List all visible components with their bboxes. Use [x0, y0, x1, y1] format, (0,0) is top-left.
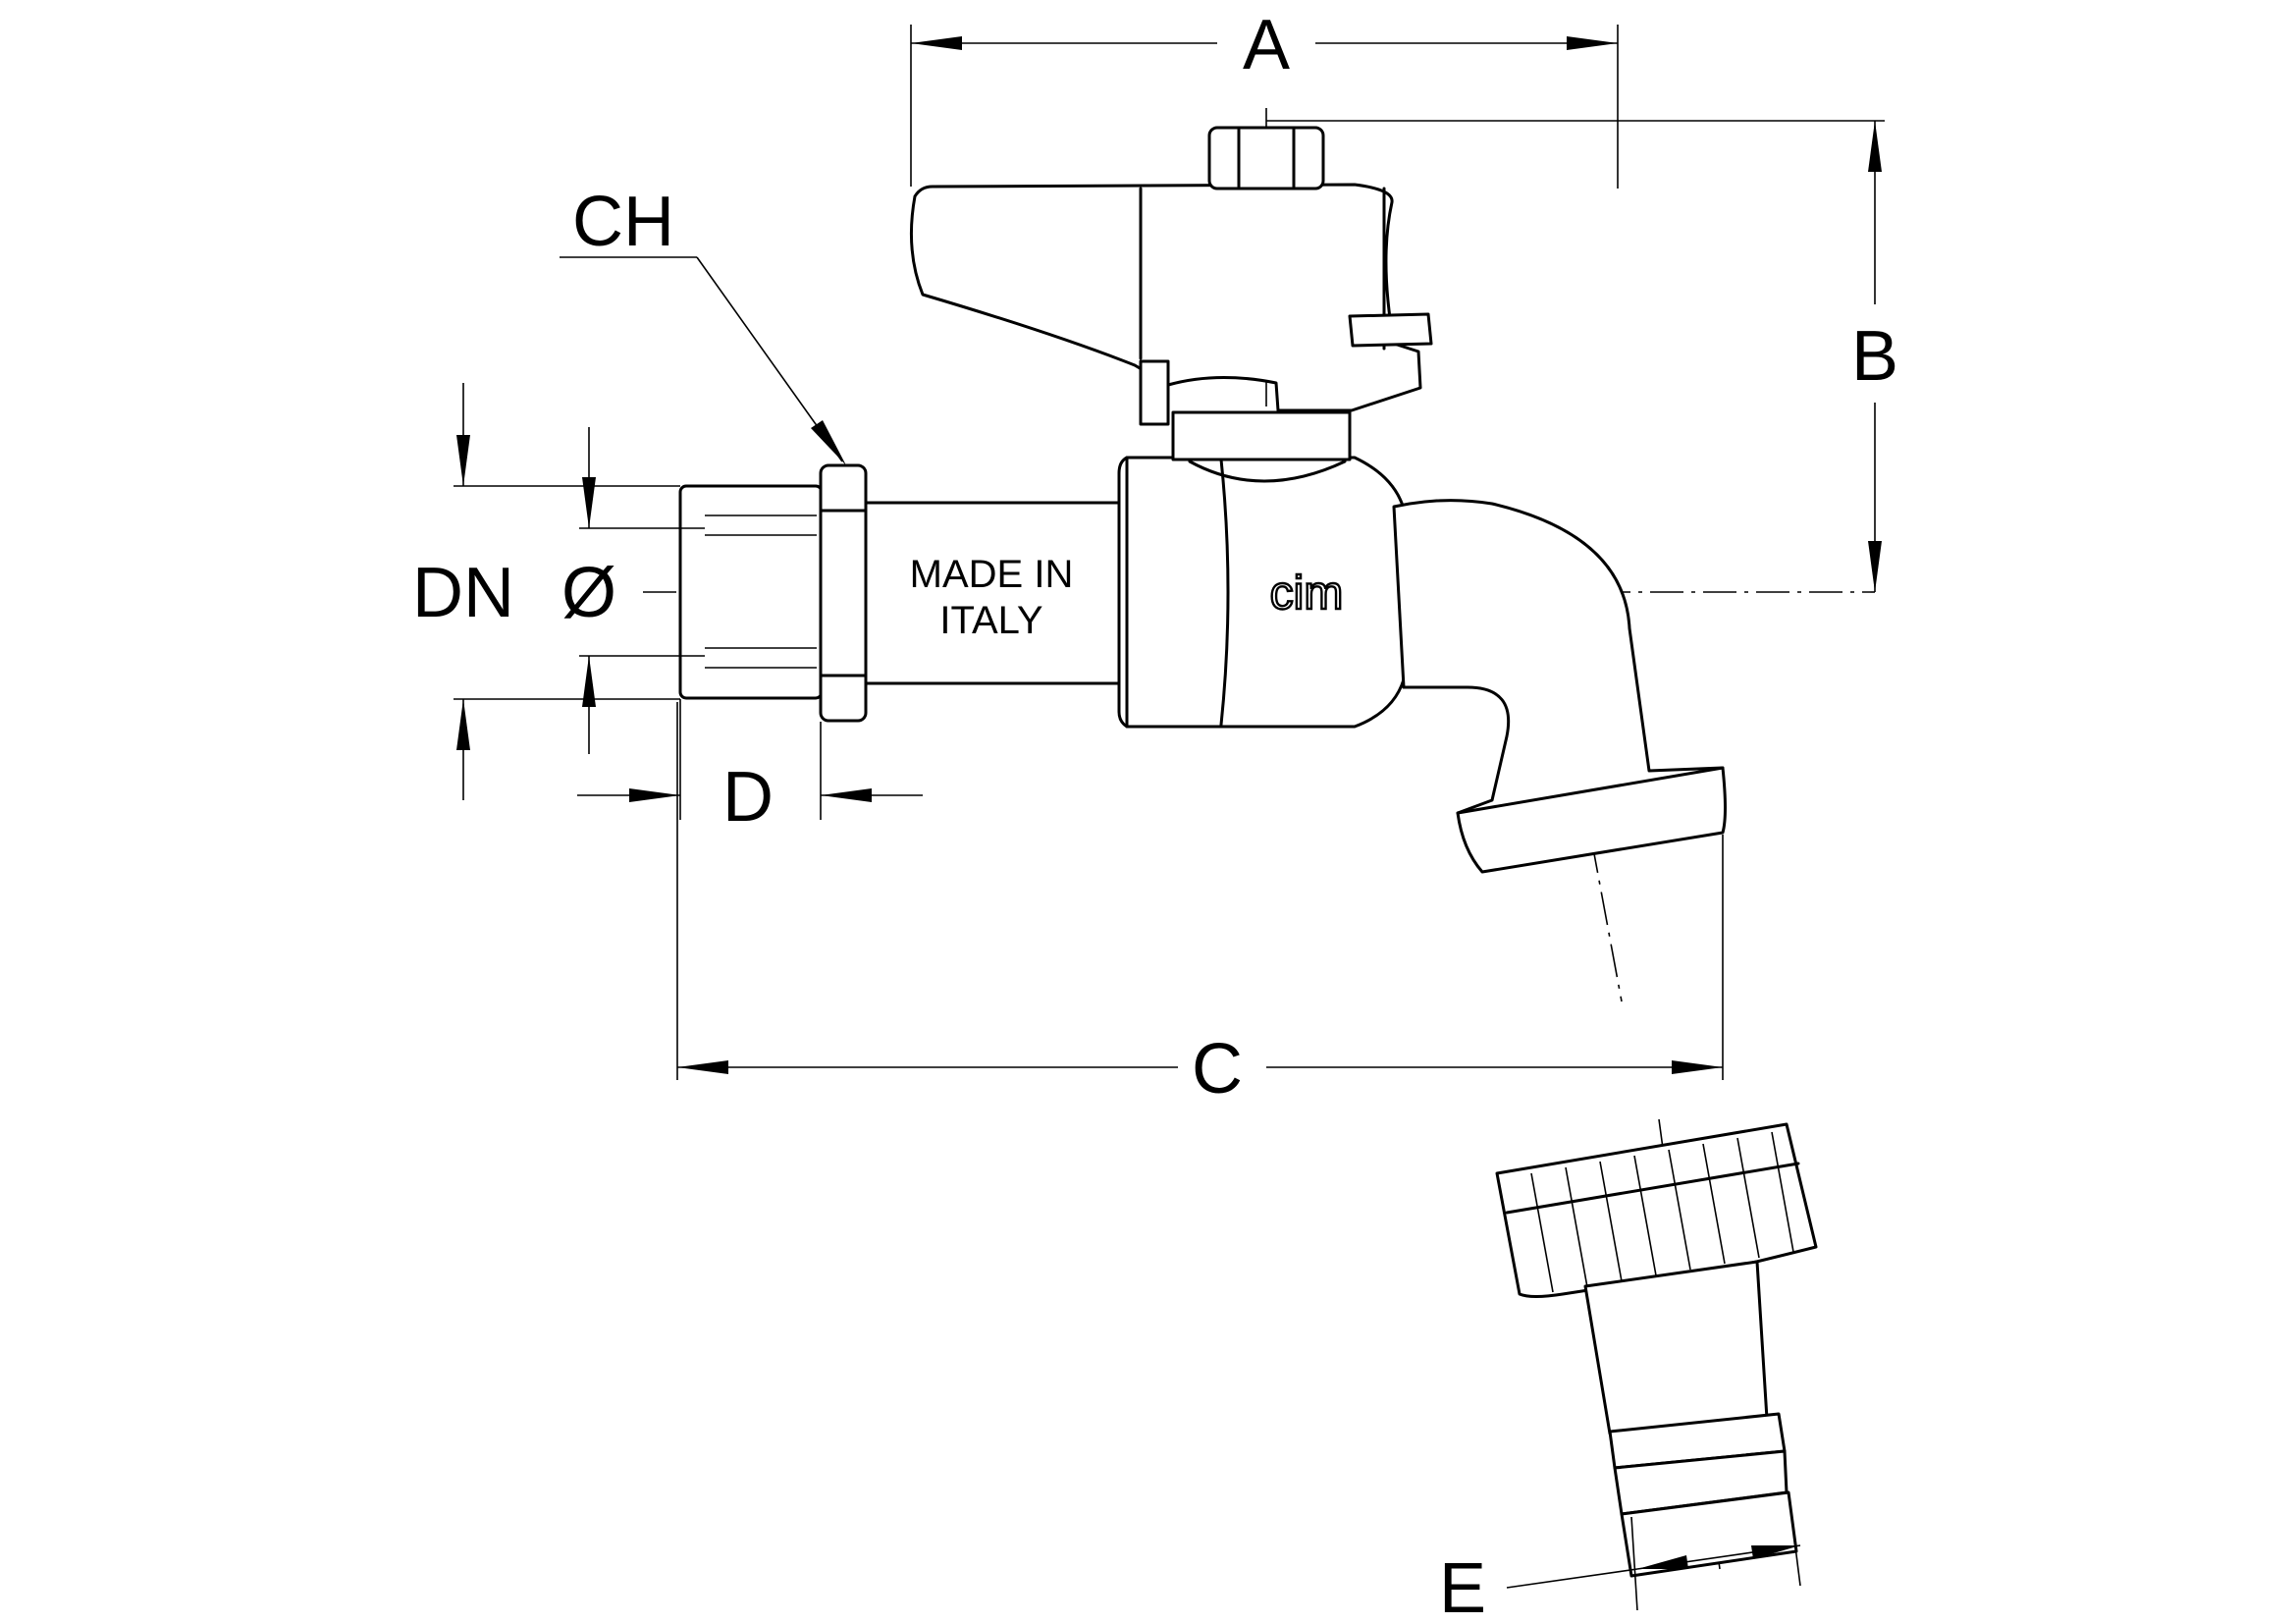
- dimension-e: E: [1439, 1491, 1801, 1624]
- dimension-a: A: [910, 6, 1619, 189]
- dimension-diameter-label: Ø: [561, 554, 616, 632]
- dimension-ch-label: CH: [572, 183, 674, 261]
- brand-logo: cim: [1270, 568, 1344, 620]
- dimension-e-label: E: [1439, 1549, 1486, 1624]
- dimension-diameter: Ø: [561, 427, 705, 754]
- spout: [1392, 499, 1727, 874]
- dimension-b: B: [1266, 120, 1898, 592]
- thread-block: [678, 484, 824, 700]
- dimension-b-label: B: [1851, 317, 1898, 396]
- valve-body: [678, 410, 1727, 874]
- ball-body-outline: [1117, 456, 1406, 729]
- spout-outline: [1392, 499, 1727, 874]
- hex-nut-outline: [819, 463, 868, 723]
- ball-body: [1117, 456, 1406, 729]
- dimension-d: D: [577, 699, 923, 837]
- dimension-dn-label: DN: [412, 554, 514, 632]
- italy-label: ITALY: [939, 599, 1042, 642]
- body-marking: MADE IN ITALY cim: [910, 553, 1345, 642]
- dimension-dn: DN: [412, 383, 680, 800]
- made-in-label: MADE IN: [910, 553, 1074, 596]
- hose-body: [1583, 1260, 1769, 1435]
- dimension-ch: CH: [560, 183, 846, 465]
- hose-adapter: [1495, 1122, 1818, 1578]
- handle-nut: [1207, 126, 1325, 190]
- butterfly-handle: [909, 126, 1433, 426]
- handle-lock-tab: [1348, 312, 1433, 348]
- threaded-end: [678, 484, 824, 700]
- dimension-a-label: A: [1243, 6, 1290, 84]
- stem-housing: [1171, 410, 1352, 461]
- handle-side-stop: [1139, 359, 1170, 426]
- dimension-c: C: [676, 702, 1724, 1109]
- hex-nut: [819, 463, 868, 723]
- hose-knurled-ring: [1495, 1122, 1818, 1298]
- dimension-c-label: C: [1192, 1030, 1243, 1109]
- dimension-d-label: D: [722, 758, 774, 837]
